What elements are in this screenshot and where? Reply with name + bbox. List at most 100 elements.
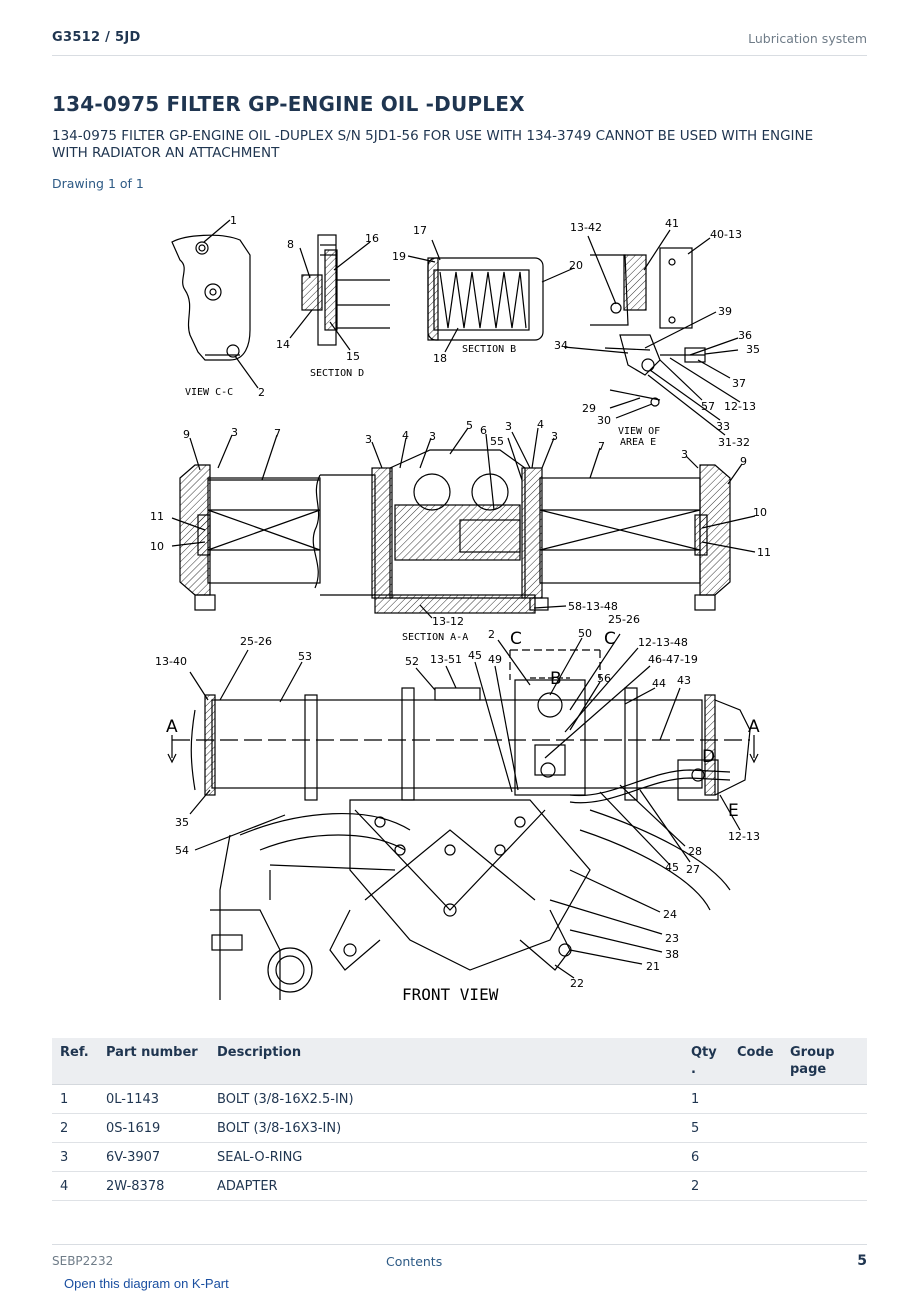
callout-14: 14 xyxy=(276,338,290,351)
callout-2-front: 2 xyxy=(488,628,495,641)
page-footer: SEBP2232 Contents 5 xyxy=(52,1244,867,1274)
view-letter-a-right: A xyxy=(748,717,760,737)
callout-10-left: 10 xyxy=(150,540,164,553)
cell-group-page xyxy=(782,1113,867,1143)
callout-8: 8 xyxy=(287,238,294,251)
callout-58-13-48: 58-13-48 xyxy=(568,600,618,613)
callout-40-13: 40-13 xyxy=(710,228,742,241)
callout-27: 27 xyxy=(686,863,700,876)
view-area-e-drawing xyxy=(563,229,741,436)
cell-part-number: 2W-8378 xyxy=(98,1171,209,1201)
header-qty: Qty . xyxy=(683,1038,729,1085)
cell-ref: 4 xyxy=(52,1171,98,1201)
callout-53: 53 xyxy=(298,650,312,663)
callout-11-right: 11 xyxy=(757,546,771,559)
callout-7-left: 7 xyxy=(274,427,281,440)
callout-19: 19 xyxy=(392,250,406,263)
view-letter-c-right: C xyxy=(604,629,616,649)
page-header: G3512 / 5JD Lubrication system xyxy=(52,28,867,56)
callout-3-f: 3 xyxy=(681,448,688,461)
view-letter-a-left: A xyxy=(166,717,178,737)
cell-qty: 6 xyxy=(683,1142,729,1172)
cell-description: ADAPTER xyxy=(209,1171,683,1201)
callout-11-left: 11 xyxy=(150,510,164,523)
callout-6: 6 xyxy=(480,424,487,437)
cell-group-page xyxy=(782,1084,867,1114)
caption-front-view: FRONT VIEW xyxy=(402,985,499,1004)
cell-code xyxy=(729,1113,782,1143)
cell-ref: 3 xyxy=(52,1142,98,1172)
callout-34: 34 xyxy=(554,339,568,352)
cell-part-number: 0L-1143 xyxy=(98,1084,209,1114)
cell-part-number: 0S-1619 xyxy=(98,1113,209,1143)
callout-12-13-48: 12-13-48 xyxy=(638,636,688,649)
table-row: 2 0S-1619 BOLT (3/8-16X3-IN) 5 xyxy=(52,1113,867,1143)
callout-46-47-19: 46-47-19 xyxy=(648,653,698,666)
section-aa-drawing xyxy=(171,427,756,619)
callout-4-right: 4 xyxy=(537,418,544,431)
callout-37: 37 xyxy=(732,377,746,390)
callout-23: 23 xyxy=(665,932,679,945)
section-d-drawing xyxy=(289,234,390,351)
view-cc-drawing xyxy=(171,219,259,389)
view-letter-b: B xyxy=(550,669,562,689)
callout-3-a: 3 xyxy=(231,426,238,439)
callout-50: 50 xyxy=(578,627,592,640)
callout-45-top: 45 xyxy=(468,649,482,662)
caption-view-cc: VIEW C-C xyxy=(185,387,233,398)
caption-section-aa: SECTION A-A xyxy=(402,632,468,643)
header-description: Description xyxy=(209,1038,683,1085)
callout-38: 38 xyxy=(665,948,679,961)
caption-view-area-e-1: VIEW OF xyxy=(618,426,660,437)
cell-description: BOLT (3/8-16X3-IN) xyxy=(209,1113,683,1143)
callout-30: 30 xyxy=(597,414,611,427)
cell-qty: 5 xyxy=(683,1113,729,1143)
page-title: 134-0975 FILTER GP-ENGINE OIL -DUPLEX xyxy=(52,92,525,116)
callout-28: 28 xyxy=(688,845,702,858)
callout-24: 24 xyxy=(663,908,677,921)
callout-9-right: 9 xyxy=(740,455,747,468)
header-group-page: Group page xyxy=(782,1038,867,1085)
caption-section-b: SECTION B xyxy=(462,344,516,355)
cell-group-page xyxy=(782,1171,867,1201)
callout-16: 16 xyxy=(365,232,379,245)
callout-52: 52 xyxy=(405,655,419,668)
callout-41: 41 xyxy=(665,217,679,230)
callout-10-right: 10 xyxy=(753,506,767,519)
callout-57: 57 xyxy=(701,400,715,413)
callout-3-e: 3 xyxy=(551,430,558,443)
table-row: 1 0L-1143 BOLT (3/8-16X2.5-IN) 1 xyxy=(52,1084,867,1114)
callout-22: 22 xyxy=(570,977,584,990)
callout-17: 17 xyxy=(413,224,427,237)
kpart-link[interactable]: Open this diagram on K-Part xyxy=(64,1276,229,1291)
view-letter-e: E xyxy=(728,801,739,821)
callout-13-51: 13-51 xyxy=(430,653,462,666)
cell-code xyxy=(729,1142,782,1172)
cell-ref: 2 xyxy=(52,1113,98,1143)
parts-table: Ref. Part number Description Qty . Code … xyxy=(52,1038,867,1201)
callout-12-13-top: 12-13 xyxy=(724,400,756,413)
document-id: SEBP2232 xyxy=(52,1254,114,1268)
contents-link[interactable]: Contents xyxy=(386,1254,443,1269)
callout-29: 29 xyxy=(582,402,596,415)
cell-group-page xyxy=(782,1142,867,1172)
callout-3-c: 3 xyxy=(429,430,436,443)
header-ref: Ref. xyxy=(52,1038,98,1085)
callout-13-12: 13-12 xyxy=(432,615,464,628)
table-header-row: Ref. Part number Description Qty . Code … xyxy=(52,1038,867,1085)
header-part-number: Part number xyxy=(98,1038,209,1085)
cell-qty: 2 xyxy=(683,1171,729,1201)
table-row: 3 6V-3907 SEAL-O-RING 6 xyxy=(52,1142,867,1172)
table-row: 4 2W-8378 ADAPTER 2 xyxy=(52,1171,867,1201)
model-label: G3512 / 5JD xyxy=(52,30,141,45)
callout-33: 33 xyxy=(716,420,730,433)
caption-view-area-e-2: AREA E xyxy=(620,437,656,448)
callout-20: 20 xyxy=(569,259,583,272)
caption-section-d: SECTION D xyxy=(310,368,364,379)
callout-56: 56 xyxy=(597,672,611,685)
section-label: Lubrication system xyxy=(748,31,867,46)
cell-description: BOLT (3/8-16X2.5-IN) xyxy=(209,1084,683,1114)
cell-code xyxy=(729,1171,782,1201)
callout-49: 49 xyxy=(488,653,502,666)
callout-21: 21 xyxy=(646,960,660,973)
